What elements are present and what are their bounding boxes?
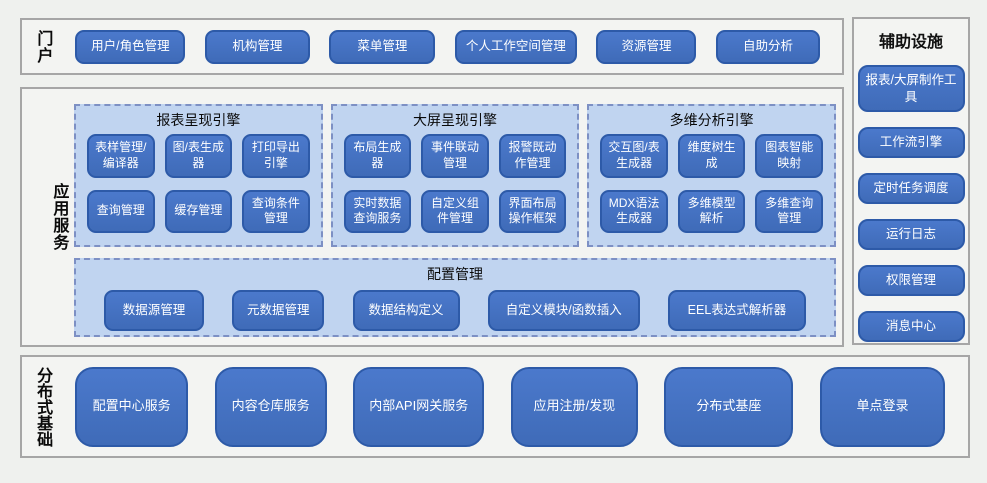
bigscreen-engine-title: 大屏呈现引擎 [412, 112, 497, 128]
config-buttons-row: 数据源管理 元数据管理 数据结构定义 自定义模块/函数插入 EEL表达式解析器 [76, 284, 834, 331]
olap-engine-panel: 多维分析引擎 交互图/表生成器 维度树生成 图表智能映射 MDX语法生成器 多维… [587, 104, 836, 247]
engine-item-multidim-model-parse[interactable]: 多维模型解析 [677, 189, 746, 233]
app-services-label: 应用服务 [50, 183, 68, 251]
config-mgmt-panel: 配置管理 数据源管理 元数据管理 数据结构定义 自定义模块/函数插入 EEL表达… [74, 258, 836, 337]
portal-item-menu-mgmt[interactable]: 菜单管理 [329, 29, 436, 64]
portal-item-resource-mgmt[interactable]: 资源管理 [596, 29, 697, 64]
config-item-eel-expression-parser[interactable]: EEL表达式解析器 [668, 290, 806, 331]
aux-item-message-center[interactable]: 消息中心 [857, 311, 965, 342]
aux-item-permission-mgmt[interactable]: 权限管理 [857, 265, 965, 296]
olap-engine-grid: 交互图/表生成器 维度树生成 图表智能映射 MDX语法生成器 多维模型解析 多维… [589, 131, 834, 245]
config-item-metadata-mgmt[interactable]: 元数据管理 [232, 290, 325, 331]
portal-buttons-row: 用户/角色管理 机构管理 菜单管理 个人工作空间管理 资源管理 自助分析 [75, 29, 820, 64]
engine-item-custom-component-mgmt[interactable]: 自定义组件管理 [421, 189, 489, 233]
report-engine-panel: 报表呈现引擎 表样管理/编译器 图/表生成器 打印导出引擎 查询管理 缓存管理 … [74, 104, 323, 247]
aux-item-run-log[interactable]: 运行日志 [857, 219, 965, 250]
engine-item-dimension-tree[interactable]: 维度树生成 [677, 134, 746, 178]
aux-item-workflow-engine[interactable]: 工作流引擎 [857, 127, 965, 158]
engine-item-layout-generator[interactable]: 布局生成器 [343, 134, 412, 178]
bigscreen-engine-panel: 大屏呈现引擎 布局生成器 事件联动管理 报警既动作管理 实时数据查询服务 自定义… [330, 104, 580, 247]
aux-item-scheduled-task[interactable]: 定时任务调度 [857, 173, 965, 204]
portal-section: 门户 用户/角色管理 机构管理 菜单管理 个人工作空间管理 资源管理 自助分析 [20, 18, 844, 75]
engine-item-chart-smart-mapping[interactable]: 图表智能映射 [755, 134, 823, 178]
engine-item-sheet-compiler[interactable]: 表样管理/编译器 [87, 134, 155, 178]
engine-item-ui-layout-framework[interactable]: 界面布局操作框架 [498, 189, 567, 233]
engine-item-mdx-generator[interactable]: MDX语法生成器 [600, 189, 668, 233]
dist-item-config-center-service[interactable]: 配置中心服务 [75, 366, 189, 447]
engine-item-print-export[interactable]: 打印导出引擎 [242, 134, 310, 178]
portal-item-workspace-mgmt[interactable]: 个人工作空间管理 [454, 29, 577, 64]
portal-item-self-analysis[interactable]: 自助分析 [715, 29, 820, 64]
engine-item-cache-mgmt[interactable]: 缓存管理 [164, 189, 233, 233]
aux-item-report-bigscreen-tool[interactable]: 报表/大屏制作工具 [857, 65, 965, 112]
auxiliary-section: 辅助设施 报表/大屏制作工具 工作流引擎 定时任务调度 运行日志 权限管理 消息… [852, 17, 970, 345]
engine-item-query-condition-mgmt[interactable]: 查询条件管理 [242, 189, 310, 233]
config-item-custom-module-function[interactable]: 自定义模块/函数插入 [487, 290, 640, 331]
distributed-buttons-row: 配置中心服务 内容仓库服务 内部API网关服务 应用注册/发现 分布式基座 单点… [75, 366, 945, 447]
portal-item-user-role-mgmt[interactable]: 用户/角色管理 [75, 29, 186, 64]
engine-item-multidim-query-mgmt[interactable]: 多维查询管理 [755, 189, 823, 233]
engine-item-alarm-action-mgmt[interactable]: 报警既动作管理 [498, 134, 567, 178]
olap-engine-title: 多维分析引擎 [669, 112, 754, 128]
engine-item-chart-table-generator[interactable]: 图/表生成器 [164, 134, 233, 178]
engine-item-event-linkage-mgmt[interactable]: 事件联动管理 [421, 134, 489, 178]
auxiliary-title: 辅助设施 [878, 34, 943, 51]
engine-item-interactive-chart-generator[interactable]: 交互图/表生成器 [600, 134, 668, 178]
report-engine-grid: 表样管理/编译器 图/表生成器 打印导出引擎 查询管理 缓存管理 查询条件管理 [76, 131, 321, 245]
report-engine-title: 报表呈现引擎 [156, 112, 241, 128]
dist-item-single-sign-on[interactable]: 单点登录 [819, 366, 945, 447]
app-services-section: 应用服务 报表呈现引擎 表样管理/编译器 图/表生成器 打印导出引擎 查询管理 … [20, 87, 844, 347]
engine-panels-row: 报表呈现引擎 表样管理/编译器 图/表生成器 打印导出引擎 查询管理 缓存管理 … [74, 104, 836, 247]
distributed-base-label: 分布式基础 [34, 366, 52, 447]
dist-item-app-register-discovery[interactable]: 应用注册/发现 [510, 366, 638, 447]
portal-label: 门户 [34, 29, 52, 64]
config-mgmt-title: 配置管理 [427, 266, 483, 282]
dist-item-internal-api-gateway[interactable]: 内部API网关服务 [353, 366, 485, 447]
config-item-datasource-mgmt[interactable]: 数据源管理 [104, 290, 204, 331]
config-item-data-structure-def[interactable]: 数据结构定义 [352, 290, 460, 331]
dist-item-content-repo-service[interactable]: 内容仓库服务 [214, 366, 327, 447]
bigscreen-engine-grid: 布局生成器 事件联动管理 报警既动作管理 实时数据查询服务 自定义组件管理 界面… [333, 131, 578, 245]
dist-item-distributed-base[interactable]: 分布式基座 [664, 366, 794, 447]
engine-item-realtime-data-query[interactable]: 实时数据查询服务 [343, 189, 412, 233]
distributed-base-section: 分布式基础 配置中心服务 内容仓库服务 内部API网关服务 应用注册/发现 分布… [20, 355, 970, 458]
engine-item-query-mgmt[interactable]: 查询管理 [87, 189, 155, 233]
portal-item-org-mgmt[interactable]: 机构管理 [204, 29, 310, 64]
